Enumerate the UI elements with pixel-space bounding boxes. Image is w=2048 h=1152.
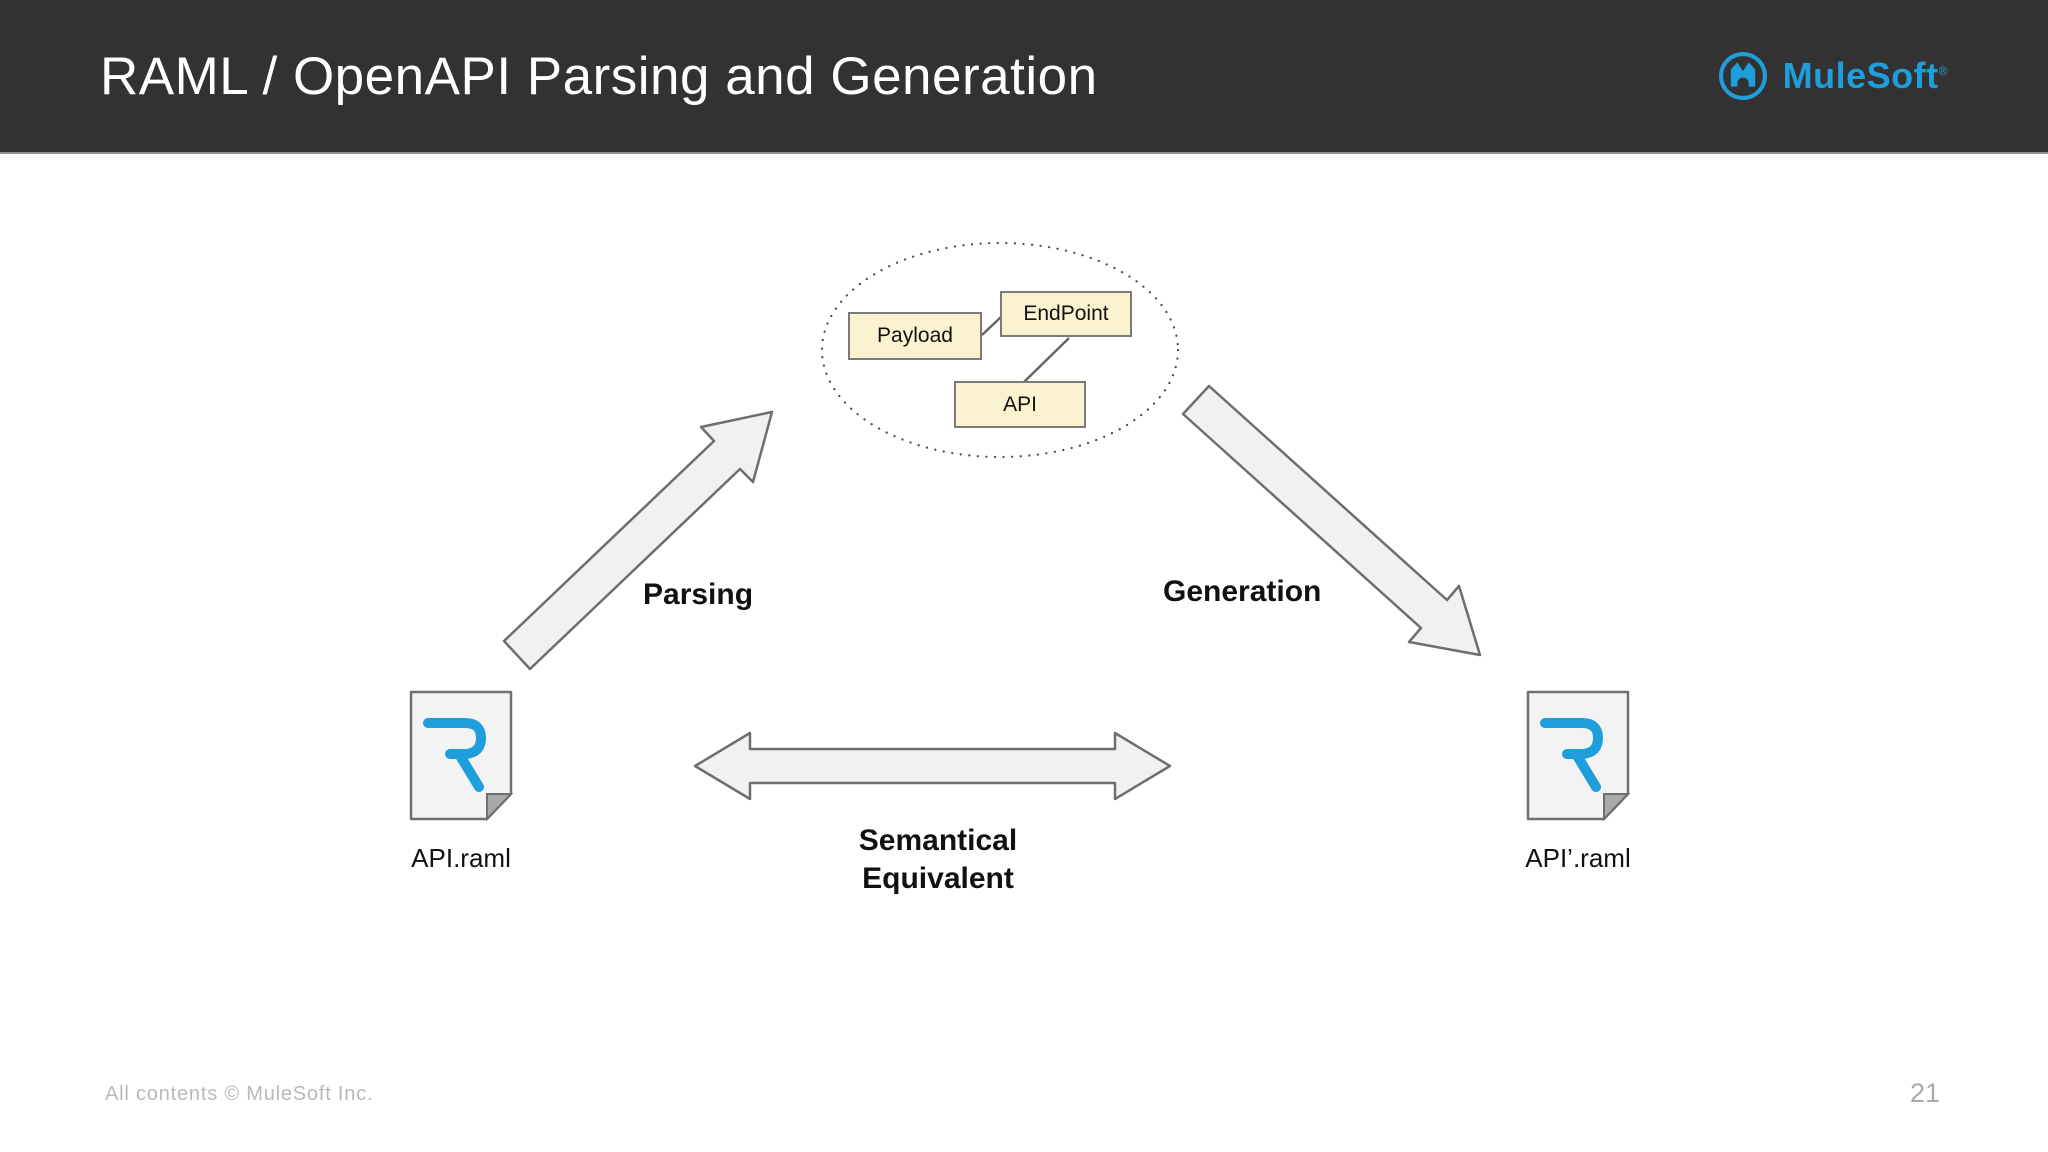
semantical-equivalent-line1: Semantical bbox=[858, 824, 1018, 857]
connector-endpoint-api bbox=[1023, 337, 1070, 383]
brand-name: MuleSoft® bbox=[1783, 55, 1948, 97]
page-number: 21 bbox=[1909, 1078, 1940, 1108]
raml-file-icon bbox=[409, 690, 513, 821]
parsing-label: Parsing bbox=[643, 578, 754, 611]
model-box-payload: Payload bbox=[848, 312, 982, 360]
semantical-equivalent-line2: Equivalent bbox=[862, 862, 1014, 895]
file-generated-label: API’.raml bbox=[1525, 843, 1631, 873]
parsing-arrow bbox=[502, 410, 774, 671]
model-box-api: API bbox=[954, 381, 1086, 428]
mulesoft-logo-icon bbox=[1718, 52, 1767, 100]
model-box-endpoint: EndPoint bbox=[1000, 291, 1132, 337]
page-title: RAML / OpenAPI Parsing and Generation bbox=[100, 46, 1098, 106]
file-source-label: API.raml bbox=[411, 843, 511, 873]
raml-file-icon bbox=[1526, 690, 1630, 821]
semantical-equivalent-arrow bbox=[693, 731, 1172, 801]
generation-arrow bbox=[1181, 384, 1482, 657]
model-boundary-ellipse bbox=[820, 241, 1180, 459]
file-source: API.raml bbox=[406, 690, 516, 874]
file-generated: API’.raml bbox=[1523, 690, 1633, 874]
copyright-text: All contents © MuleSoft Inc. bbox=[105, 1083, 374, 1105]
generation-label: Generation bbox=[1163, 575, 1322, 608]
connector-payload-endpoint bbox=[981, 316, 1002, 336]
brand-name-text: MuleSoft bbox=[1782, 55, 1939, 96]
header-bar: RAML / OpenAPI Parsing and Generation Mu… bbox=[0, 0, 2048, 154]
brand-lockup: MuleSoft® bbox=[1717, 0, 1948, 152]
trademark-symbol: ® bbox=[1938, 64, 1948, 78]
